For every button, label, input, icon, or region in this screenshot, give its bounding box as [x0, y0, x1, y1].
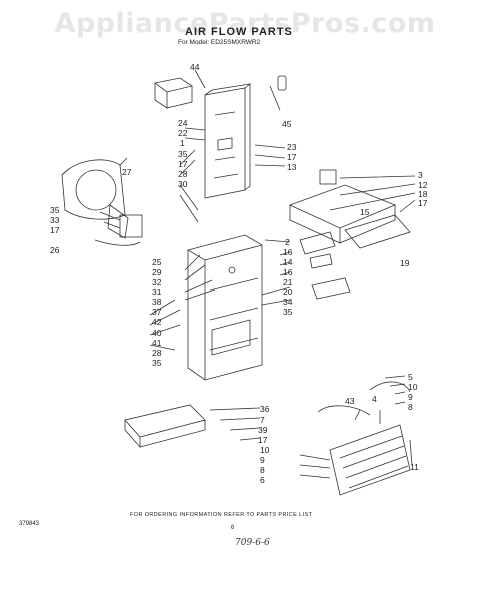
watermark: AppliancePartsPros.com [54, 8, 436, 39]
evaporator-cover [187, 234, 263, 381]
drain-tray [124, 404, 206, 449]
callout-17: 17 [418, 198, 428, 208]
callout-31: 31 [152, 287, 162, 297]
callout-4: 4 [372, 394, 377, 404]
callout-28: 28 [152, 348, 162, 358]
callout-11: 11 [410, 462, 419, 472]
callout-10: 10 [408, 382, 418, 392]
callout-7: 7 [260, 415, 265, 425]
callout-13: 13 [287, 162, 297, 172]
page-number: 6 [231, 525, 235, 531]
handwritten-note: 709-6-6 [235, 538, 270, 548]
ordering-note: FOR ORDERING INFORMATION REFER TO PARTS … [130, 512, 313, 518]
callout-10: 10 [260, 445, 270, 455]
callout-21: 21 [283, 277, 293, 287]
upper-air-panel [204, 83, 252, 199]
callout-30: 30 [178, 179, 188, 189]
control-housing [288, 169, 397, 244]
callout-23: 23 [287, 142, 297, 152]
callout-44: 44 [190, 62, 200, 72]
callout-8: 8 [260, 465, 265, 475]
callout-35: 35 [152, 358, 162, 368]
callout-22: 22 [178, 128, 188, 138]
page-title: AIR FLOW PARTS [185, 26, 293, 38]
callout-15: 15 [360, 207, 370, 217]
fan-motor [94, 204, 143, 246]
clip-part [277, 75, 287, 91]
bracket-parts [309, 253, 351, 300]
callout-32: 32 [152, 277, 162, 287]
callout-36: 36 [260, 404, 270, 414]
callout-41: 41 [152, 338, 162, 348]
part-number: 379843 [19, 521, 40, 527]
callout-42: 42 [152, 317, 162, 327]
callout-27: 27 [122, 167, 132, 177]
callout-19: 19 [400, 258, 410, 268]
callout-12: 12 [418, 180, 428, 190]
callout-43: 43 [345, 396, 355, 406]
callout-26: 26 [50, 245, 60, 255]
callout-34: 34 [283, 297, 293, 307]
damper-assembly [299, 214, 411, 255]
callout-25: 25 [152, 257, 162, 267]
callout-17: 17 [287, 152, 297, 162]
callout-20: 20 [283, 287, 293, 297]
callout-6: 6 [260, 475, 265, 485]
top-duct-part [154, 77, 193, 109]
callout-28: 28 [178, 169, 188, 179]
callout-35: 35 [50, 205, 60, 215]
callout-33: 33 [50, 215, 60, 225]
callout-3: 3 [418, 170, 423, 180]
callout-9: 9 [260, 455, 265, 465]
callout-16: 16 [283, 267, 293, 277]
callout-24: 24 [178, 118, 188, 128]
callout-5: 5 [408, 372, 413, 382]
callout-14: 14 [283, 257, 293, 267]
callout-17: 17 [50, 225, 60, 235]
callout-8: 8 [408, 402, 413, 412]
callout-1: 1 [180, 138, 185, 148]
callout-2: 2 [285, 237, 290, 247]
callout-18: 18 [418, 189, 428, 199]
callout-29: 29 [152, 267, 162, 277]
callout-40: 40 [152, 328, 162, 338]
model-number: For Model: ED25SMXRWR2 [178, 39, 261, 46]
callout-38: 38 [152, 297, 162, 307]
callout-37: 37 [152, 307, 162, 317]
callout-17: 17 [258, 435, 268, 445]
callout-17: 17 [178, 159, 188, 169]
heater-assembly [317, 381, 411, 496]
callout-45: 45 [282, 119, 292, 129]
callout-9: 9 [408, 392, 413, 402]
callout-16: 16 [283, 247, 293, 257]
callout-35: 35 [283, 307, 293, 317]
callout-35: 35 [178, 149, 188, 159]
callout-39: 39 [258, 425, 268, 435]
